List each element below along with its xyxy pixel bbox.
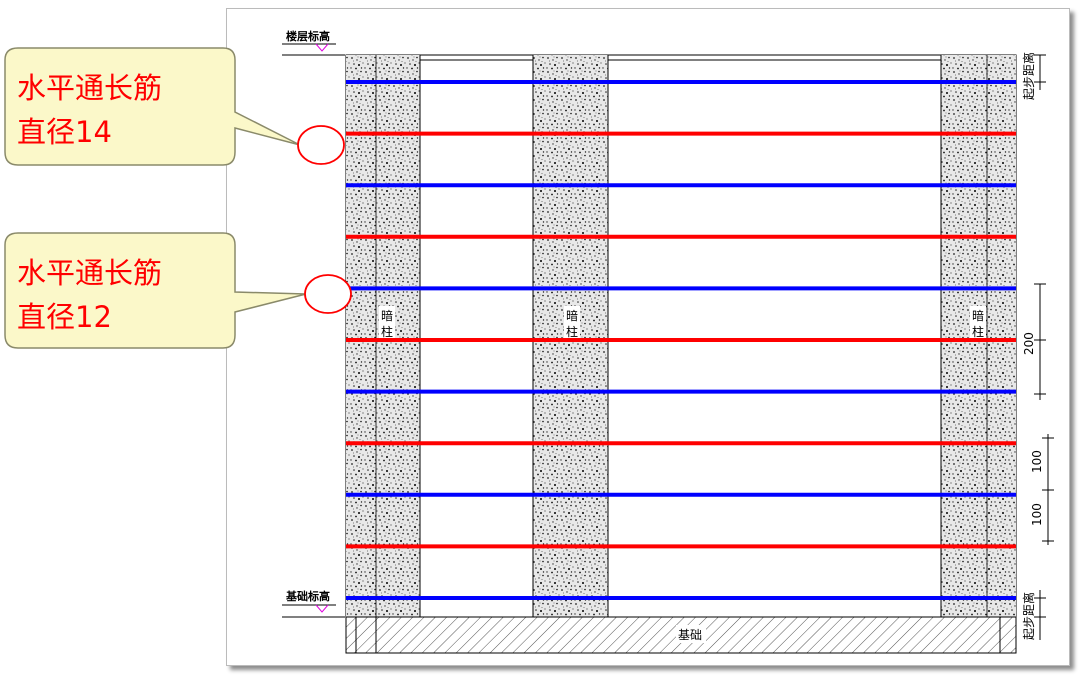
foundation-block: 基础 <box>345 616 1017 654</box>
callout-d12-line2: 直径12 <box>17 300 112 334</box>
dimension-100-lower-label: 100 <box>1030 503 1044 526</box>
callout-d14-line1: 水平通长筋 <box>17 71 162 105</box>
start-distance-label-bottom: 起步距离 <box>1021 592 1036 640</box>
callout-d14: 水平通长筋 直径14 <box>4 47 345 166</box>
callout-d14-circle <box>297 125 345 165</box>
callout-d12-circle <box>304 274 352 314</box>
hidden-column-label-right-1: 暗 <box>972 308 984 323</box>
horizontal-rebars <box>346 80 1016 600</box>
callout-d12: 水平通长筋 直径12 <box>4 232 352 349</box>
hidden-column-label-middle-1: 暗 <box>566 308 578 323</box>
hidden-column-label-left-1: 暗 <box>381 308 393 323</box>
hidden-column-label-right-2: 柱 <box>972 324 984 339</box>
hidden-column-label-left-2: 柱 <box>381 324 393 339</box>
floor-elevation-label: 楼层标高 <box>286 29 330 43</box>
callout-d12-line1: 水平通长筋 <box>17 256 162 290</box>
dimension-lines <box>1034 54 1054 640</box>
dimension-200-label: 200 <box>1022 332 1036 355</box>
foundation-elevation-label: 基础标高 <box>285 589 330 603</box>
hidden-column-left <box>346 55 421 617</box>
dimension-100-upper-label: 100 <box>1030 450 1044 473</box>
floor-elevation-marker: 楼层标高 <box>282 29 345 56</box>
start-distance-label-top: 起步距离 <box>1021 52 1036 100</box>
hidden-column-label-middle-2: 柱 <box>566 324 578 339</box>
callout-d14-line2: 直径14 <box>17 115 112 149</box>
wall-outline <box>345 54 1017 618</box>
foundation-elevation-marker: 基础标高 <box>282 589 345 618</box>
foundation-label: 基础 <box>678 628 702 642</box>
